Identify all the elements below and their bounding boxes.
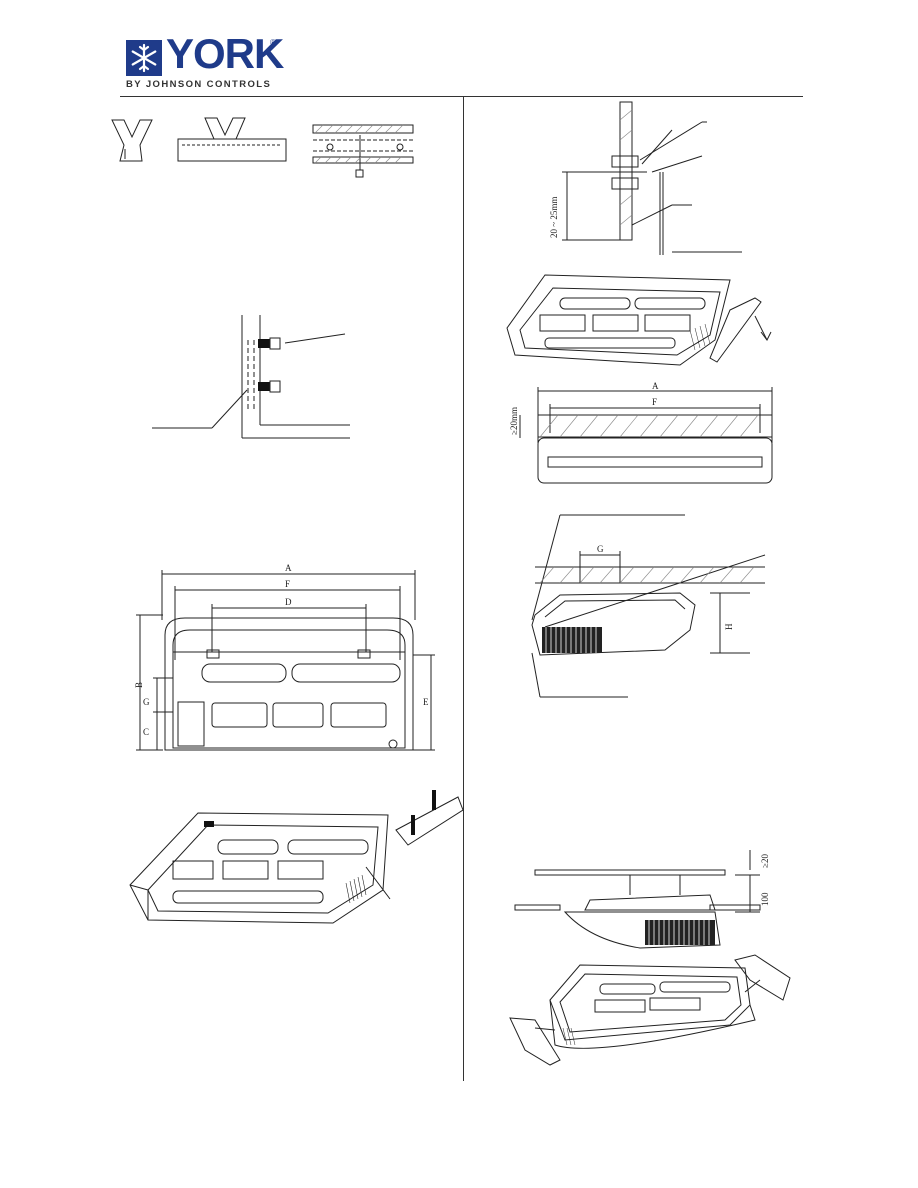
- york-logo-icon: [126, 40, 162, 76]
- dim-label-c: C: [143, 727, 149, 737]
- ceiling-label-a: A: [652, 381, 659, 391]
- unit-dimension-figure: A F D B G C E: [134, 563, 435, 760]
- ceiling-label-f: F: [652, 397, 657, 407]
- dim-label-e: E: [423, 697, 429, 707]
- registered-mark: ®: [270, 38, 276, 47]
- column-divider: [463, 96, 464, 1081]
- bracket-height-figure: 20 ~ 25mm: [549, 100, 762, 265]
- dim-label-d: D: [285, 597, 292, 607]
- ceiling-front-figure: A F ≥20mm: [509, 381, 775, 488]
- clearance-label-20: ≥20: [760, 854, 770, 868]
- dim-label-f: F: [285, 579, 290, 589]
- side-panel-removal-figure: [505, 270, 775, 375]
- ceiling-clearance-figure: ≥20 100: [510, 840, 770, 955]
- side-label-g: G: [597, 544, 604, 554]
- bracket-height-label: 20 ~ 25mm: [549, 197, 559, 238]
- wall-bolt-figure: [150, 310, 360, 445]
- unit-isometric-figure: [128, 790, 463, 930]
- side-panels-exploded-figure: [505, 950, 795, 1070]
- clearance-label-100: 100: [760, 892, 770, 906]
- side-view-figure: G H: [520, 505, 770, 705]
- header-rule: [120, 96, 803, 97]
- brand-tagline: BY JOHNSON CONTROLS: [126, 79, 272, 90]
- dim-label-b: B: [134, 682, 144, 688]
- dim-label-g: G: [143, 697, 150, 707]
- side-label-h: H: [724, 623, 734, 630]
- hanger-bracket-figure: [110, 115, 420, 185]
- dim-label-a: A: [285, 563, 292, 573]
- brand-name: YORK: [166, 30, 284, 77]
- ceiling-label-gap: ≥20mm: [509, 407, 519, 435]
